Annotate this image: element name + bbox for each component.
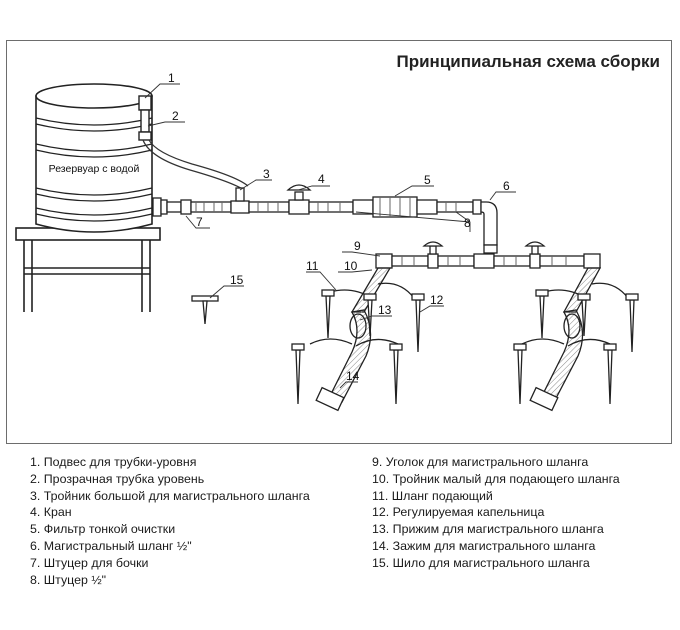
- left-drip-assembly: [291, 267, 425, 412]
- callout-3: 3: [263, 167, 270, 181]
- legend-item: 2. Прозрачная трубка уровень: [30, 471, 205, 486]
- hose-ribs: [195, 197, 457, 217]
- level-tube-holder: [138, 95, 152, 141]
- water-tank: [35, 83, 153, 233]
- parts-legend-right: 9. Уголок для магистрального шланга 10. …: [372, 454, 620, 572]
- tank-label: Резервуар с водой: [49, 163, 140, 175]
- row-2-taps: [422, 241, 546, 255]
- legend-item: 14. Зажим для магистрального шланга: [372, 538, 596, 553]
- main-hose-row-1: [190, 187, 482, 218]
- callout-11: 11: [306, 259, 319, 273]
- callout-1: 1: [168, 71, 175, 85]
- callout-labels: 1 2 3 4 5 6 7 8 9 10 11 12 13 14 15: [168, 71, 510, 383]
- hose-awl: [191, 295, 219, 325]
- barrel-fitting: [152, 197, 192, 217]
- legend-item: 6. Магистральный шланг ½": [30, 538, 192, 553]
- legend-item: 12. Регулируемая капельница: [372, 505, 545, 520]
- callout-10: 10: [344, 259, 358, 273]
- hose-ribs-2: [401, 256, 567, 266]
- legend-item: 15. Шило для магистрального шланга: [372, 555, 590, 570]
- callout-14: 14: [346, 369, 360, 383]
- level-tube: [142, 139, 249, 191]
- callout-13: 13: [378, 303, 392, 317]
- parts-legend-left: 1. Подвес для трубки-уровня 2. Прозрачна…: [30, 454, 310, 588]
- callout-6: 6: [503, 179, 510, 193]
- assembly-diagram: Резервуар с водой: [15, 71, 639, 412]
- diagram-frame: [6, 40, 672, 444]
- distribution-hose-row-2: [375, 253, 601, 269]
- legend-item: 11. Шланг подающий: [372, 488, 493, 503]
- legend-item: 7. Штуцер для бочки: [30, 555, 149, 570]
- callout-5: 5: [424, 173, 431, 187]
- legend-item: 5. Фильтр тонкой очистки: [30, 522, 176, 537]
- tap-valve: [286, 184, 312, 201]
- callout-4: 4: [318, 172, 325, 186]
- main-hose-elbow: [480, 201, 498, 254]
- tank-stand: [15, 227, 161, 312]
- callout-9: 9: [354, 239, 361, 253]
- diagram-title: Принципиальная схема сборки: [396, 52, 661, 71]
- legend-item: 9. Уголок для магистрального шланга: [372, 455, 589, 469]
- callout-7: 7: [196, 215, 203, 229]
- legend-item: 3. Тройник большой для магистрального шл…: [30, 488, 310, 503]
- legend-item: 1. Подвес для трубки-уровня: [30, 455, 197, 469]
- legend-item: 13. Прижим для магистрального шланга: [372, 522, 604, 537]
- callout-leaders: [144, 83, 516, 389]
- callout-8: 8: [464, 216, 471, 230]
- legend-item: 10. Тройник малый для подающего шланга: [372, 471, 620, 486]
- legend-item: 4. Кран: [30, 505, 72, 520]
- callout-12: 12: [430, 293, 444, 307]
- right-drip-assembly: [513, 267, 639, 412]
- callout-15: 15: [230, 273, 244, 287]
- callout-2: 2: [172, 109, 179, 123]
- legend-item: 8. Штуцер ½": [30, 572, 107, 587]
